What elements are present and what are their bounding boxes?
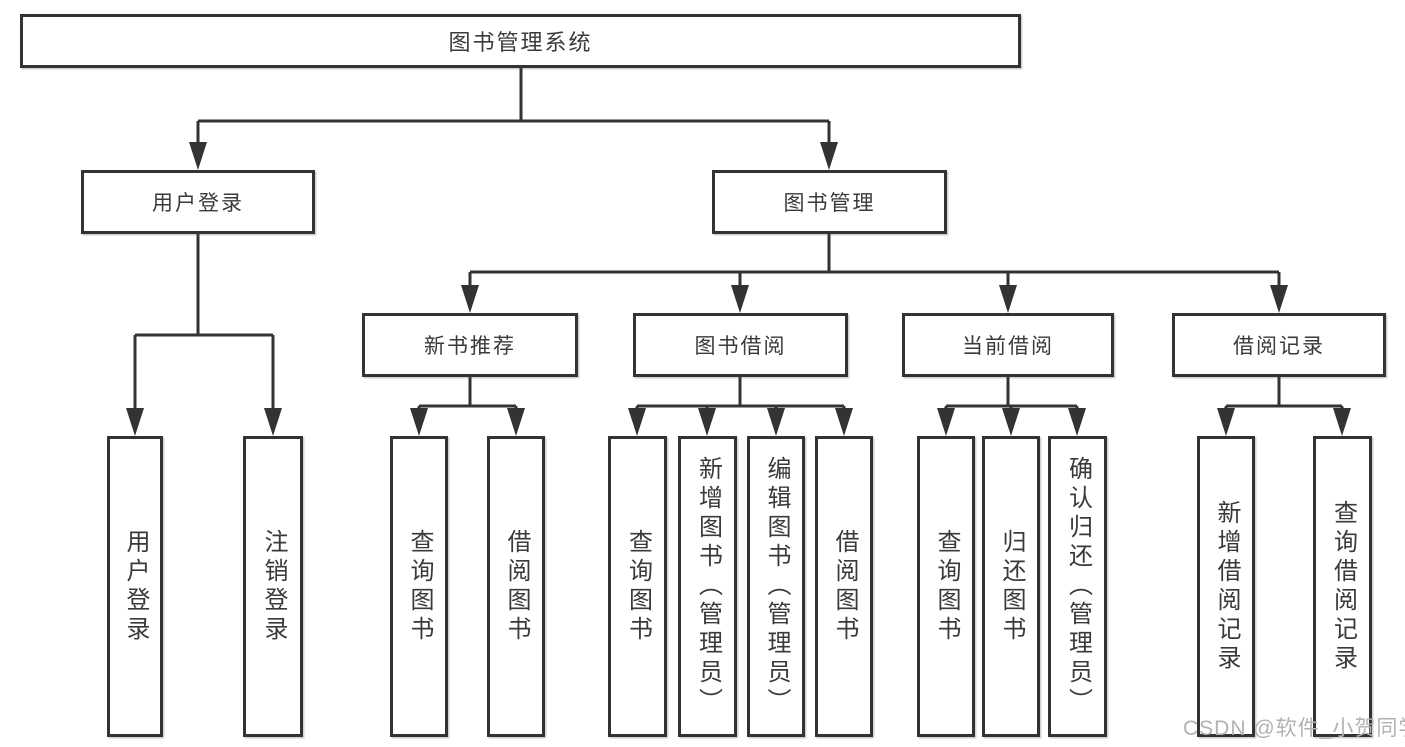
borrow-books-leaf-2: 借阅图书 bbox=[815, 436, 873, 737]
user-login-node: 用户登录 bbox=[81, 170, 315, 234]
user-login-leaf: 用户登录 bbox=[107, 436, 163, 737]
return-books-leaf: 归还图书 bbox=[982, 436, 1040, 737]
edit-books-admin-leaf: 编辑图书（管理员） bbox=[747, 436, 805, 737]
add-borrow-record-leaf: 新增借阅记录 bbox=[1197, 436, 1255, 737]
book-borrow-node: 图书借阅 bbox=[633, 313, 848, 377]
query-books-leaf-2: 查询图书 bbox=[608, 436, 667, 737]
add-books-admin-leaf: 新增图书（管理员） bbox=[678, 436, 737, 737]
logout-leaf: 注销登录 bbox=[243, 436, 303, 737]
query-borrow-record-leaf: 查询借阅记录 bbox=[1313, 436, 1372, 737]
borrow-books-leaf-1: 借阅图书 bbox=[487, 436, 545, 737]
root-node: 图书管理系统 bbox=[20, 14, 1021, 68]
book-management-node: 图书管理 bbox=[712, 170, 947, 234]
query-books-leaf-3: 查询图书 bbox=[917, 436, 975, 737]
confirm-return-admin-leaf: 确认归还（管理员） bbox=[1048, 436, 1107, 737]
current-borrow-node: 当前借阅 bbox=[902, 313, 1114, 377]
watermark: CSDN @软件_小贺同学 bbox=[1183, 717, 1405, 740]
new-book-recommend-node: 新书推荐 bbox=[362, 313, 578, 377]
borrow-record-node: 借阅记录 bbox=[1172, 313, 1386, 377]
query-books-leaf-1: 查询图书 bbox=[390, 436, 448, 737]
